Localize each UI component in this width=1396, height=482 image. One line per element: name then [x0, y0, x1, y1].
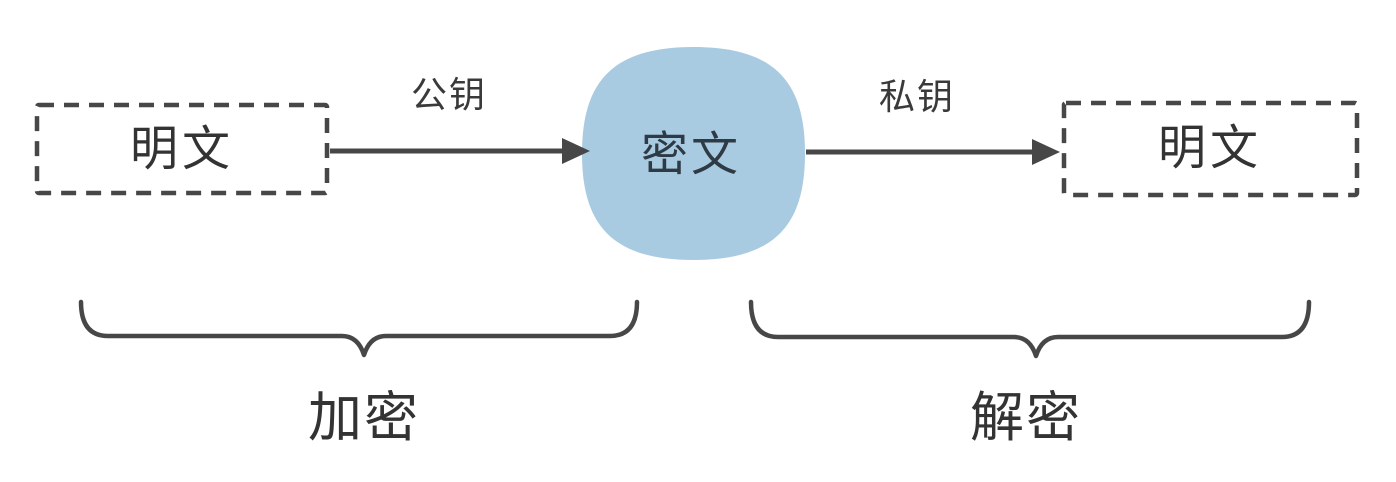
ciphertext-node-shape	[582, 47, 805, 260]
plaintext-left-box	[34, 102, 330, 196]
plaintext-left-label: 明文	[129, 123, 235, 176]
encryption-brace	[78, 299, 640, 358]
public-key-label: 公钥	[410, 74, 488, 115]
encryption-phase-label: 加密	[308, 388, 420, 448]
decryption-brace	[748, 299, 1312, 359]
encrypt-arrow-head	[562, 138, 590, 164]
plaintext-right-box	[1061, 100, 1360, 198]
plaintext-right-label: 明文	[1157, 122, 1263, 175]
ciphertext-label: 密文	[641, 127, 741, 181]
decrypt-arrow-head	[1032, 139, 1060, 165]
decryption-phase-label: 解密	[970, 388, 1082, 448]
private-key-label: 私钥	[878, 76, 956, 117]
